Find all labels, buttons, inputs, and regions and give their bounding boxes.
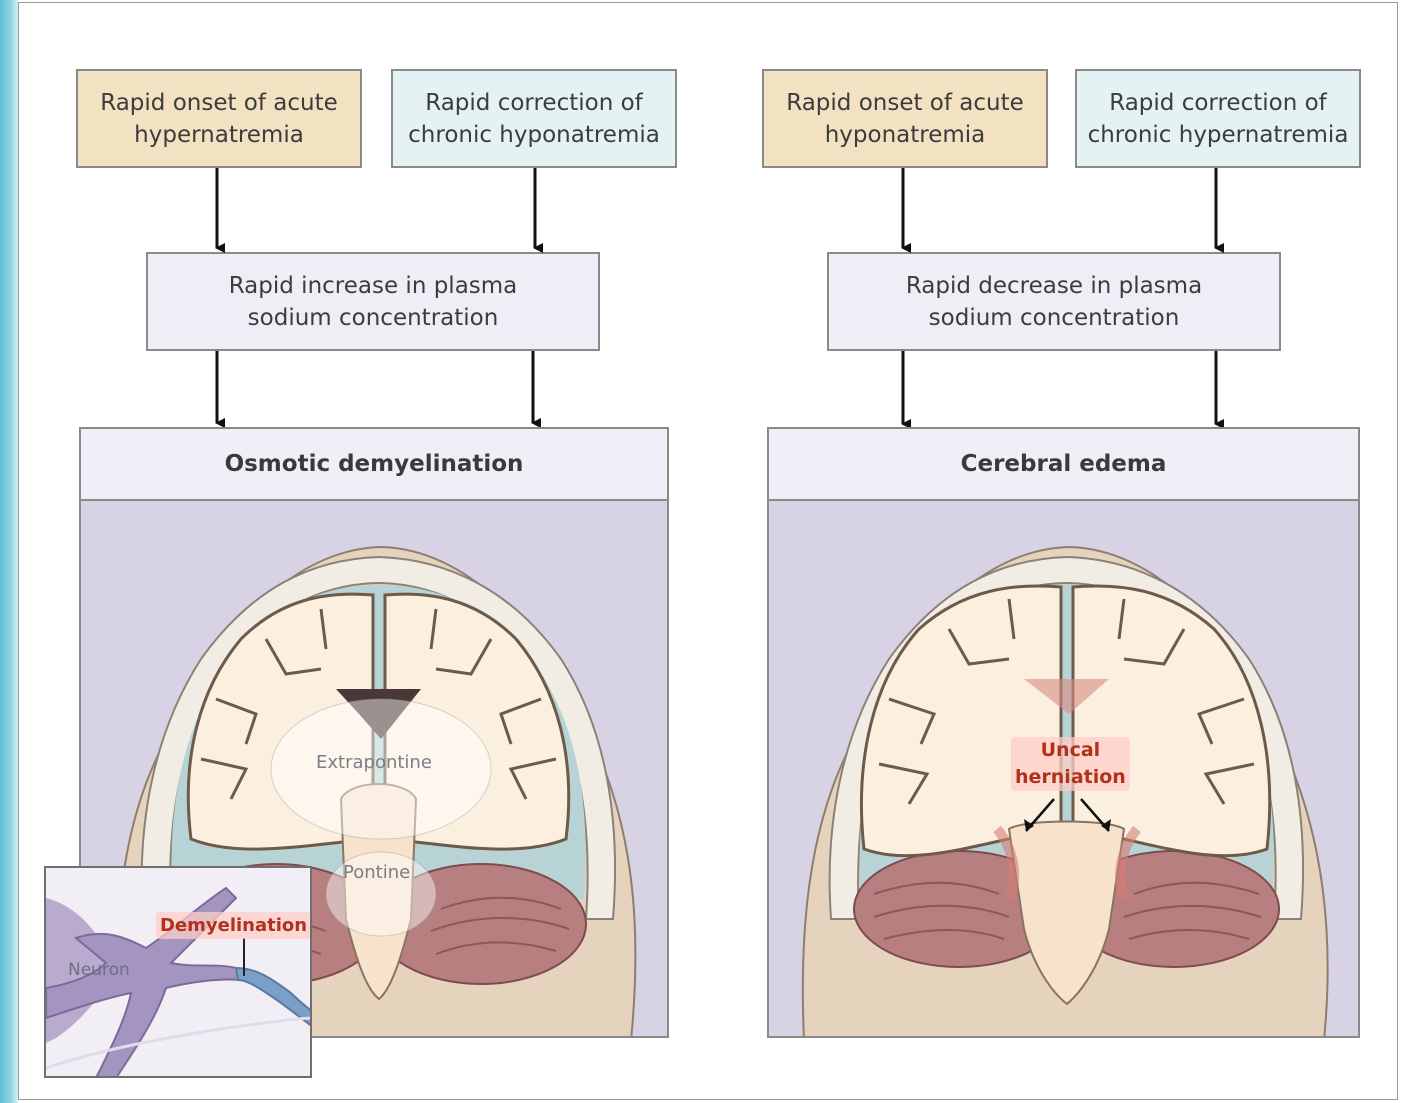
right-mechanism-box: Rapid decrease in plasma sodium concentr… bbox=[827, 252, 1281, 351]
left-cause-acute-hypernatremia: Rapid onset of acute hypernatremia bbox=[76, 69, 362, 168]
cerebrum-right-hemisphere bbox=[1073, 586, 1270, 856]
left-mechanism-box: Rapid increase in plasma sodium concentr… bbox=[146, 252, 600, 351]
decorative-side-strip bbox=[0, 0, 18, 1103]
left-outcome-title: Osmotic demyelination bbox=[81, 429, 667, 501]
extrapontine-label: Extrapontine bbox=[316, 752, 432, 773]
left-cause-correction-hyponatremia: Rapid correction of chronic hyponatremia bbox=[391, 69, 677, 168]
right-cause-acute-hyponatremia: Rapid onset of acute hyponatremia bbox=[762, 69, 1048, 168]
neuron-label: Neuron bbox=[68, 960, 130, 980]
pontine-label: Pontine bbox=[343, 862, 410, 883]
uncal-herniation-label: Uncal herniation bbox=[1011, 737, 1130, 791]
right-cause-correction-hypernatremia: Rapid correction of chronic hypernatremi… bbox=[1075, 69, 1361, 168]
right-outcome-title: Cerebral edema bbox=[769, 429, 1358, 501]
cerebrum-left-hemisphere bbox=[861, 586, 1061, 856]
right-outcome-panel: Cerebral edema Uncal herniation bbox=[767, 427, 1360, 1038]
neuron-inset: Neuron Demyelination bbox=[44, 866, 312, 1078]
demyelination-label: Demyelination bbox=[156, 912, 311, 939]
